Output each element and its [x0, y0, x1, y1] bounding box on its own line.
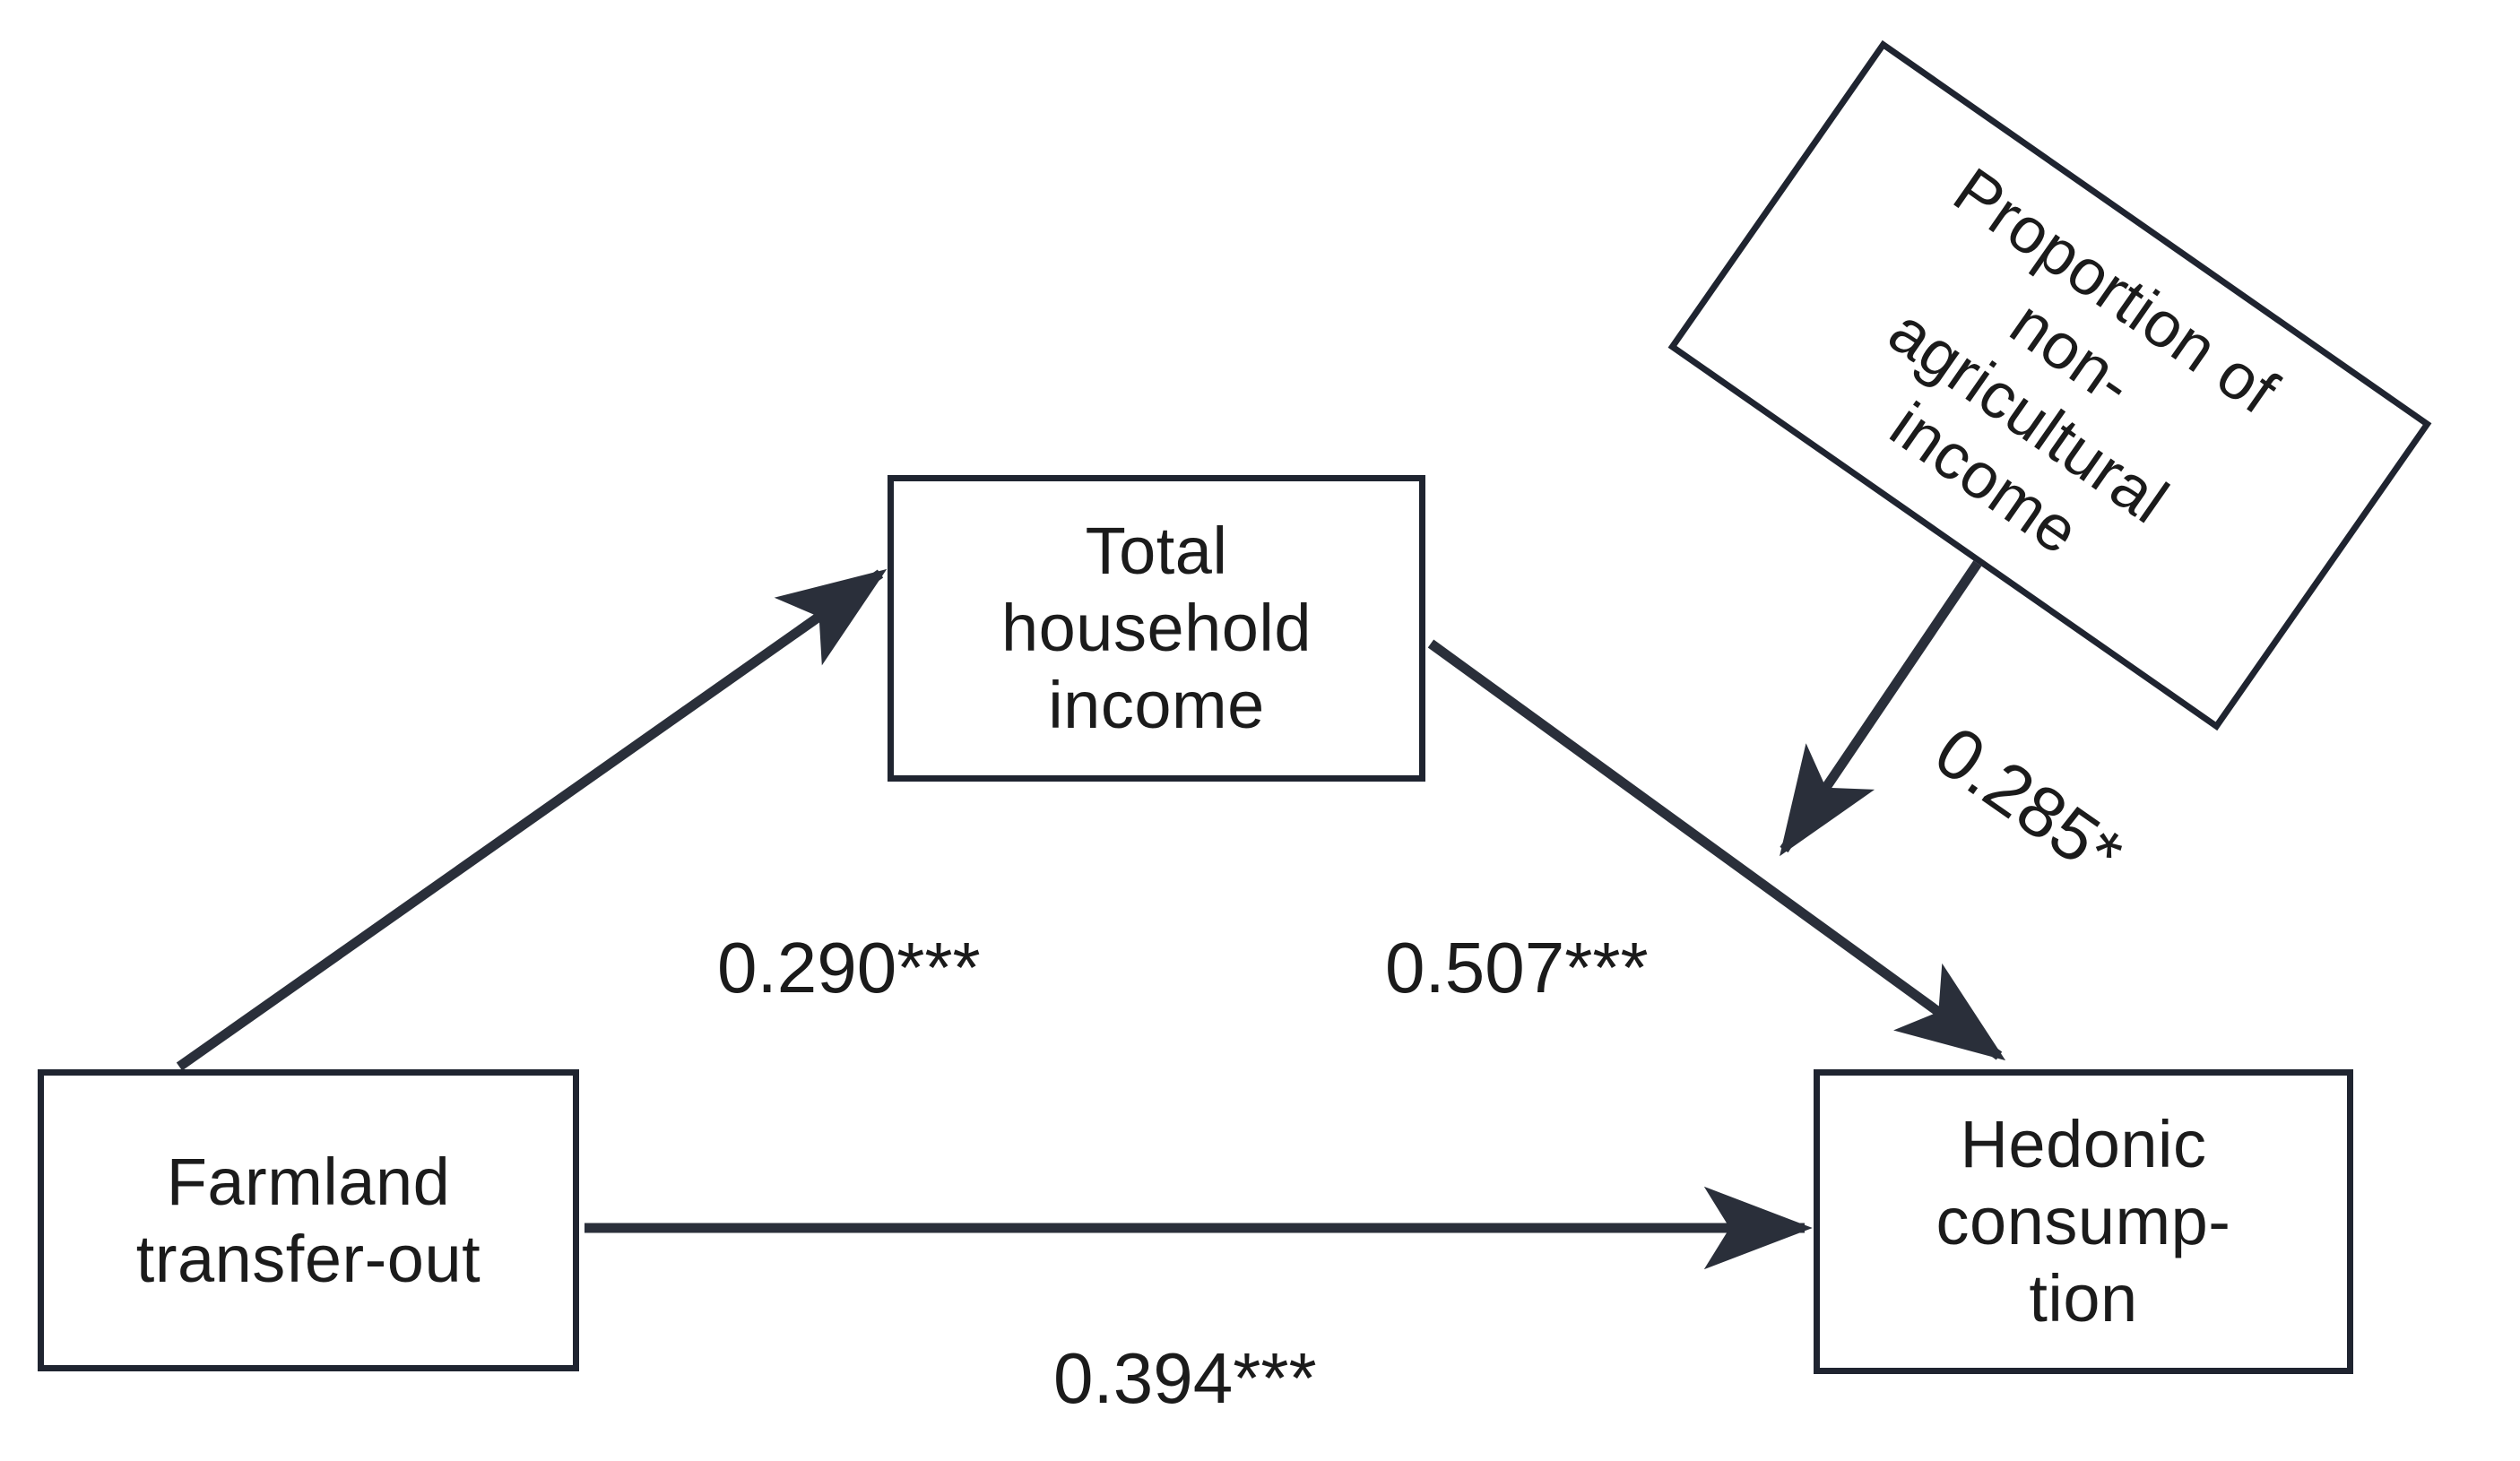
node-total-household-income[interactable]: Total household income	[888, 475, 1425, 782]
edge-label-income-to-hedonic: 0.507***	[1385, 928, 1649, 1007]
edge-farmland-to-income	[176, 568, 888, 1071]
node-hedonic-consumption-label: Hedonic consump- tion	[1935, 1107, 2231, 1336]
edge-label-farmland-to-hedonic: 0.394***	[1053, 1338, 1317, 1418]
node-total-household-income-label: Total household income	[1000, 514, 1312, 742]
edge-label-farmland-to-income: 0.290***	[717, 928, 981, 1007]
edge-income-to-hedonic	[1427, 639, 2006, 1061]
node-hedonic-consumption[interactable]: Hedonic consump- tion	[1814, 1069, 2353, 1374]
edge-nonag-moderation	[1780, 545, 1992, 857]
node-farmland-transfer-out[interactable]: Farmland transfer-out	[38, 1069, 579, 1371]
node-farmland-transfer-out-label: Farmland transfer-out	[135, 1144, 481, 1296]
